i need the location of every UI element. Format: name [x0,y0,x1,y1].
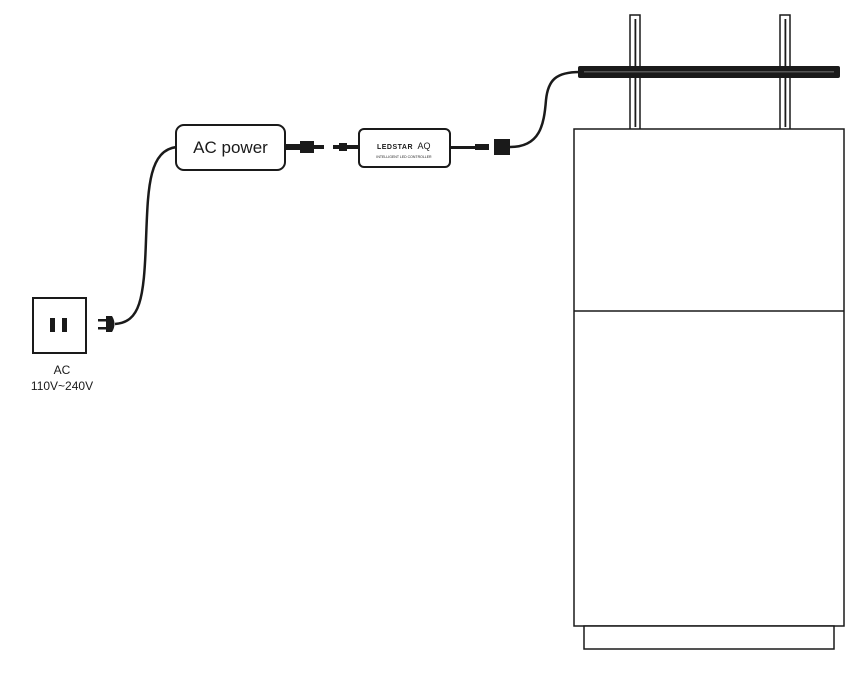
outlet-label-voltage: 110V~240V [31,379,93,393]
controller-fine-print: INTELLIGENT LED CONTROLLER [376,155,432,159]
wall-plug [98,316,115,332]
cable-plug-to-adapter [114,145,178,326]
aquarium-base [583,625,835,650]
controller-model: AQ [417,141,430,151]
controller-output-cable [450,146,475,149]
ac-power-label: AC power [193,138,268,157]
cable-to-light-bar [509,70,581,149]
outlet-label-ac: AC [54,363,71,377]
wall-outlet [32,297,87,354]
aquarium-tank [573,128,845,627]
adapter-output-plug [285,141,324,153]
light-connector [475,139,510,155]
controller-input-connector [333,143,359,151]
light-bar-highlight [584,71,834,73]
controller-brand: LEDSTAR [377,144,413,151]
